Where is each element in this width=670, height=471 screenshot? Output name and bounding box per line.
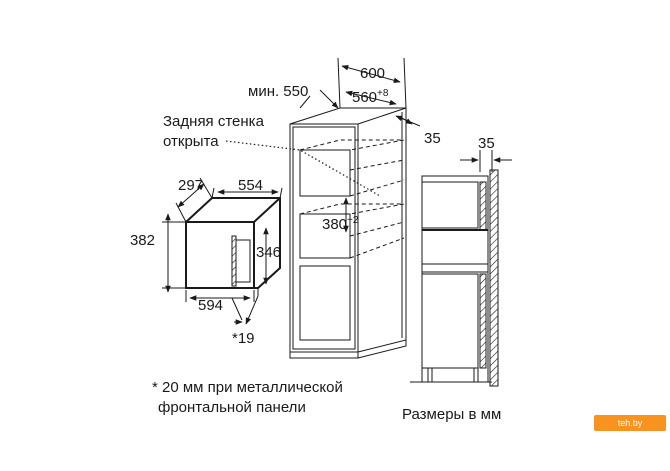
frame-offset-label: *19 [232,330,255,347]
oven-width-top-label: 554 [238,177,263,194]
footnote-line1: * 20 мм при металлической [152,379,343,396]
side-gap-label: 35 [478,135,495,152]
watermark-badge: teh.by [594,415,666,431]
niche-height-label: 380+2 [322,215,359,233]
tall-cabinet-drawing [289,107,407,359]
oven-dimension-lines [162,177,283,325]
min-depth-label: мин. 550 [248,83,308,100]
oven-height-label: 382 [130,232,155,249]
niche-depth-label: 560+8 [352,88,389,106]
side-section-drawing [410,169,499,387]
footnote-line2: фронтальной панели [158,399,306,416]
rear-wall-label-line1: Задняя стенка [163,113,265,130]
rear-wall-label-line2: открыта [163,133,219,150]
units-label: Размеры в мм [402,406,501,423]
oven-width-bottom-label: 594 [198,297,223,314]
side-gap-dimension [460,150,512,172]
rear-wall-leader [225,140,381,197]
oven-front-height-label: 346 [256,244,281,261]
oven-depth-label: 297 [178,177,203,194]
cabinet-dimension-lines [299,57,421,233]
cabinet-width-label: 600 [360,65,385,82]
rear-gap-label: 35 [424,130,441,147]
